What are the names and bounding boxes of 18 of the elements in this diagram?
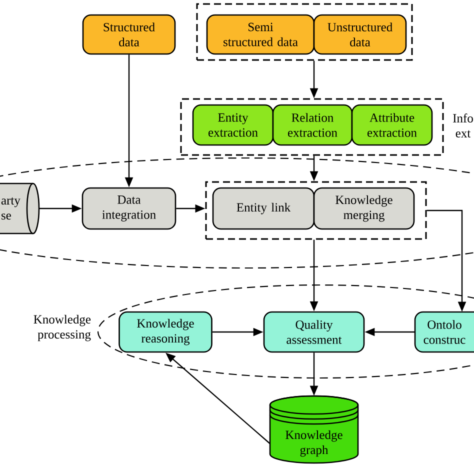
process-box: Data integration [82,187,176,230]
process-box: Knowledge merging [313,187,415,230]
process-box: Unstructured data [313,14,407,55]
group-label: Info ext [453,114,473,138]
process-box: Entity link [212,187,315,230]
process-box: Knowledge reasoning [118,311,212,353]
process-box: Structured data [82,14,176,55]
process-box: Relation extraction [272,104,353,146]
dashed-group-box [196,3,413,61]
process-box: Semi structured data [206,14,315,55]
dashed-group-box [205,181,427,240]
process-box: Attribute extraction [351,104,433,146]
database-cylinder: Knowledge graph [269,395,359,464]
process-box: Entity extraction [192,104,274,146]
database-cylinder: arty se [0,182,40,234]
process-box: Ontolo construc [414,311,474,353]
process-box: Quality assessment [263,311,365,353]
group-label: Knowledge processing [34,314,91,342]
